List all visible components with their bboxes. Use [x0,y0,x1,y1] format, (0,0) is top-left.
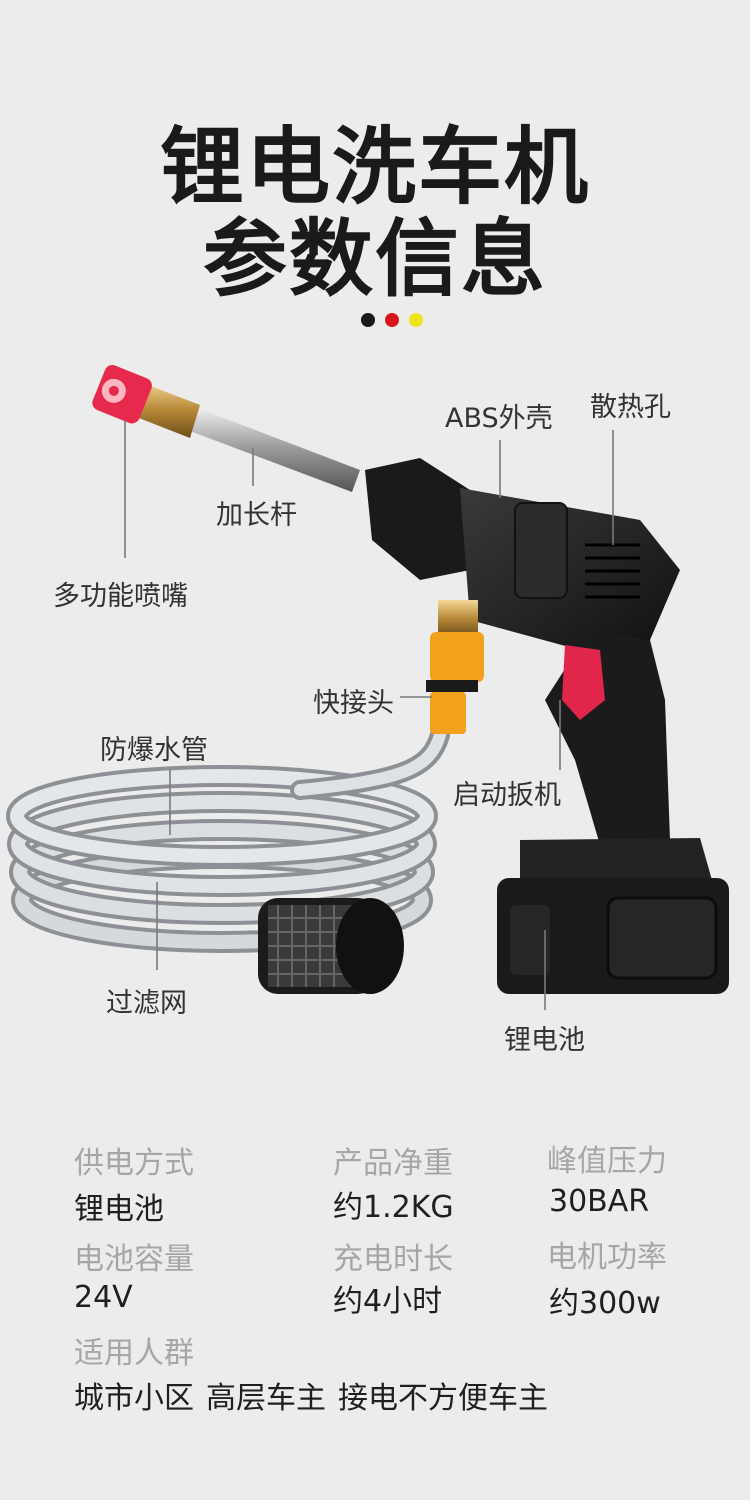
target-user-item: 高层车主 [206,1381,326,1416]
part-label-vents: 散热孔 [590,392,671,423]
product-image [6,365,729,1010]
spec-peak-pressure-value: 30BAR [549,1184,650,1219]
spec-motor-power-label: 电机功率 [547,1240,667,1275]
rod-illustration [92,365,360,492]
spec-battery-capacity-label: 电池容量 [74,1242,194,1277]
filter-illustration [258,898,404,994]
part-label-hose: 防爆水管 [100,735,208,766]
page-title-line1: 锂电洗车机 [159,118,590,216]
target-user-item: 接电不方便车主 [338,1381,548,1416]
leader-lines [124,420,614,1010]
spec-motor-power-value: 约300w [549,1286,661,1321]
part-label-nozzle: 多功能喷嘴 [53,581,188,612]
battery-illustration [497,838,729,994]
dot-black [361,313,375,327]
spec-battery-capacity-value: 24V [74,1280,133,1315]
dot-yellow [409,313,423,327]
part-label-shell: ABS外壳 [445,403,553,434]
spec-peak-pressure-label: 峰值压力 [547,1144,667,1179]
spec-net-weight-label: 产品净重 [333,1146,453,1181]
decorative-dots [361,313,423,327]
spec-target-users-label: 适用人群 [74,1336,194,1371]
dot-red [385,313,399,327]
part-label-trigger: 启动扳机 [453,780,561,811]
part-label-rod: 加长杆 [216,500,297,531]
spec-charge-time-label: 充电时长 [333,1242,453,1277]
part-label-battery: 锂电池 [504,1025,585,1056]
spec-power-mode-label: 供电方式 [74,1146,194,1181]
hose-coil [6,725,450,953]
spec-target-users-values: 城市小区高层车主接电不方便车主 [74,1373,560,1417]
gun-body-illustration [365,458,680,845]
page-title-line2: 参数信息 [202,210,547,308]
part-label-filter: 过滤网 [106,988,187,1019]
spec-power-mode-value: 锂电池 [74,1192,164,1227]
part-label-connector: 快接头 [313,688,394,719]
spec-charge-time-value: 约4小时 [333,1284,443,1319]
spec-net-weight-value: 约1.2KG [333,1190,454,1225]
target-user-item: 城市小区 [74,1381,194,1416]
connector-illustration [426,600,484,734]
